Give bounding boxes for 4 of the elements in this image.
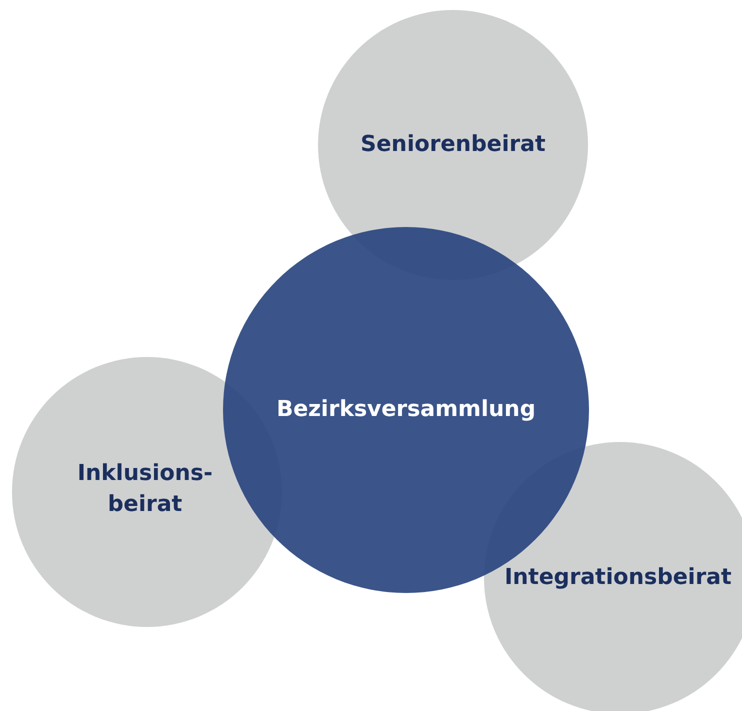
circle-label: Bezirksversammlung <box>276 396 536 424</box>
circle-label: Inklusions- beirat <box>76 460 214 519</box>
circle-label: Integrationsbeirat <box>504 564 732 592</box>
circle-label: Seniorenbeirat <box>360 130 546 159</box>
